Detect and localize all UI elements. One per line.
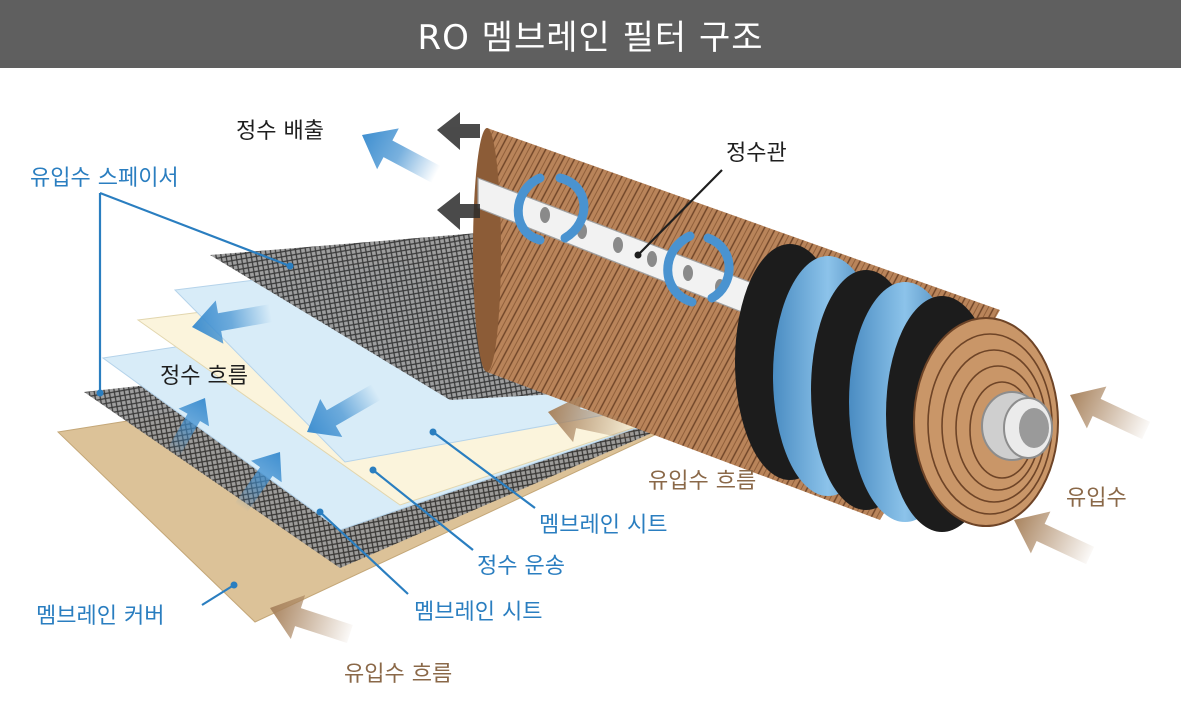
label-feed-water: 유입수	[1066, 486, 1127, 511]
leader-lines	[96, 169, 723, 606]
label-permeate-carrier: 정수 운송	[477, 554, 565, 579]
label-clean-flow: 정수 흐름	[160, 364, 248, 389]
rotation-arrow-icon	[513, 173, 589, 245]
label-permeate-tube: 정수관	[726, 141, 787, 166]
membrane-end-face	[913, 317, 1059, 527]
label-membrane-cover: 멤브레인 커버	[36, 604, 165, 629]
page-title: RO 멤브레인 필터 구조	[417, 17, 764, 58]
title-bar: RO 멤브레인 필터 구조	[0, 0, 1181, 68]
label-membrane-sheet-lower: 멤브레인 시트	[414, 600, 543, 625]
end-cap-bands	[735, 244, 998, 532]
label-feed-flow-upper: 유입수 흐름	[648, 469, 757, 494]
label-clean-discharge: 정수 배출	[236, 119, 324, 144]
exhaust-arrow-icon	[437, 112, 480, 230]
label-feed-spacer: 유입수 스페이서	[30, 166, 179, 191]
label-membrane-sheet-upper: 멤브레인 시트	[539, 513, 668, 538]
label-feed-flow-lower: 유입수 흐름	[344, 662, 453, 687]
rotation-arrow-icon	[663, 231, 734, 307]
element-back-end	[473, 128, 501, 372]
